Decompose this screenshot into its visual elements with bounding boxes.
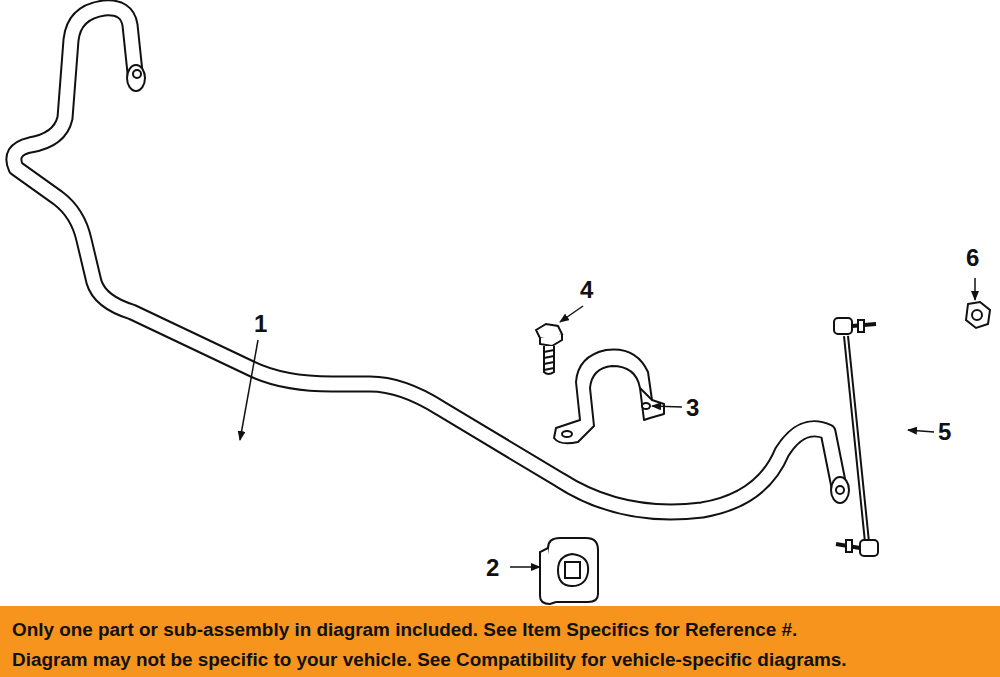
callout-number: 4 [580,278,593,302]
bushing [540,538,598,604]
callout-number: 2 [486,556,499,580]
disclaimer-text: Only one part or sub-assembly in diagram… [12,615,1000,645]
nut [966,302,990,328]
callout-number: 5 [938,420,951,444]
callout-number: 3 [686,396,699,420]
callout-number: 1 [254,312,267,336]
stabilizer-link [834,318,878,556]
disclaimer-text: Diagram may not be specific to your vehi… [12,645,1000,675]
disclaimer-banner: Only one part or sub-assembly in diagram… [0,606,1000,677]
bolt [536,324,562,374]
callout-number: 6 [966,246,979,270]
stabilizer-bar [14,8,849,512]
bushing-bracket [554,349,664,443]
leader-lines [240,278,975,567]
